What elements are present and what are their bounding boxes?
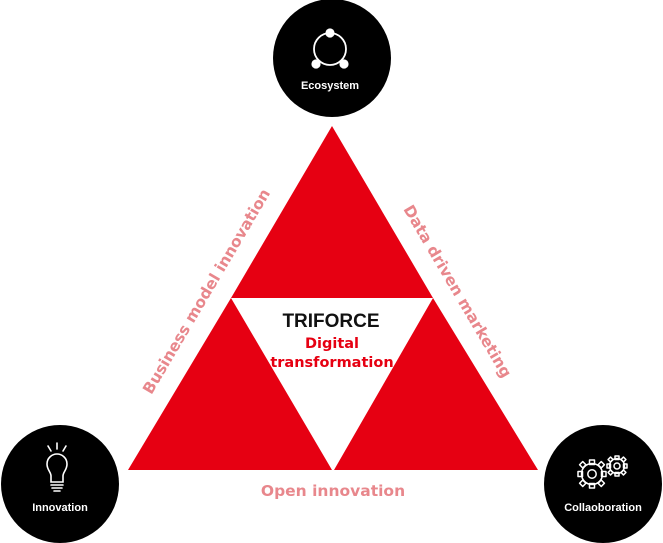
node-ecosystem-circle: [273, 0, 391, 117]
gears-icon: [577, 455, 628, 489]
center-subtitle-line1: Digital: [305, 336, 359, 352]
right-red-triangle: [334, 298, 538, 470]
ecosystem-cycle-icon: [311, 28, 349, 69]
node-ecosystem: Ecosystem: [273, 0, 391, 117]
left-red-triangle: [128, 298, 332, 470]
center-subtitle-line2: transformation: [270, 355, 393, 371]
node-ecosystem-label: Ecosystem: [301, 80, 359, 92]
top-red-triangle: [231, 126, 433, 298]
node-innovation-circle: [1, 425, 119, 543]
edge-label-bottom: Open innovation: [261, 482, 405, 500]
center-title: TRIFORCE: [282, 311, 379, 332]
node-innovation-label: Innovation: [32, 502, 88, 514]
node-collaboration-label: Collaoboration: [564, 502, 642, 514]
node-innovation: Innovation: [1, 425, 119, 543]
node-collaboration: Collaoboration: [544, 425, 662, 543]
lightbulb-icon: [46, 442, 68, 492]
